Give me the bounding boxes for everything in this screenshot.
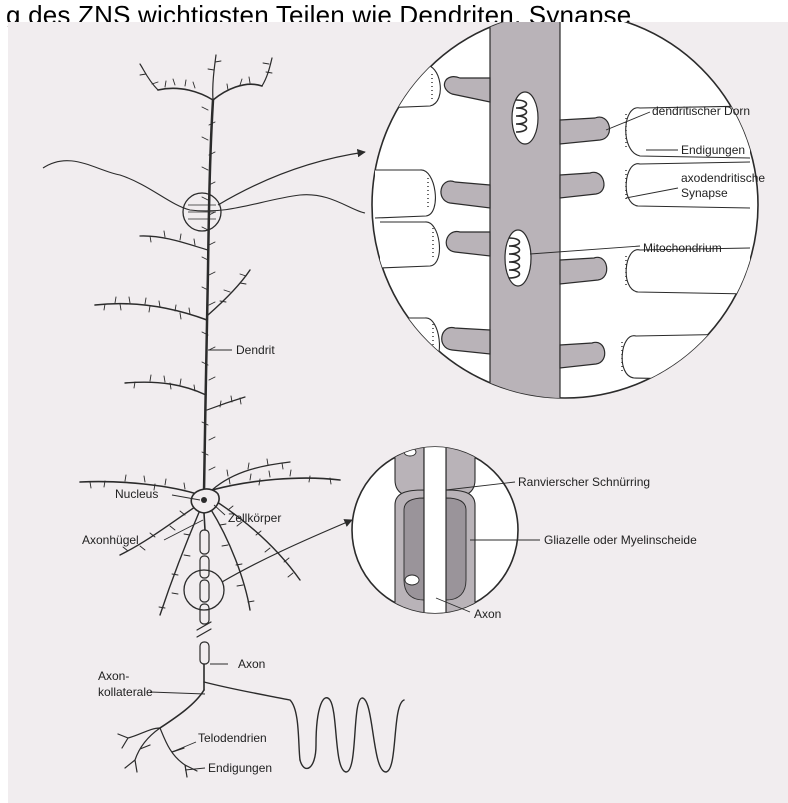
spine-right-1	[560, 117, 609, 144]
basal-dendrite-right-1	[212, 478, 340, 490]
neuron-diagram: dendritischer Dorn Endigungen axodendrit…	[8, 22, 788, 803]
terminal-right-2	[626, 162, 750, 208]
axon-zoom	[352, 440, 540, 620]
dendrite-left-1	[95, 304, 207, 320]
label-axodendritic-1: axodendritische	[681, 171, 765, 185]
terminal-left-1	[380, 66, 440, 108]
synapse-source-hatch	[188, 205, 216, 219]
apical-tuft-left	[140, 64, 158, 90]
label-dendrit: Dendrit	[236, 343, 275, 357]
label-mitochondrium: Mitochondrium	[643, 241, 722, 255]
dendrite-right-2	[207, 397, 245, 410]
label-kollaterale-2: kollaterale	[98, 685, 153, 699]
label-glia: Gliazelle oder Myelinscheide	[544, 533, 697, 547]
apical-dendrite	[204, 100, 213, 492]
axon-initial	[204, 513, 205, 530]
mitochondrion-2	[505, 230, 531, 286]
nucleus-dot	[201, 497, 207, 503]
myelin-segment-4	[200, 604, 209, 624]
axon-core	[424, 440, 446, 620]
axon-collateral	[204, 682, 300, 760]
myelin-upper	[395, 440, 424, 497]
apical-dendrite-branch-right	[213, 84, 262, 100]
apical-dendrite-branch-left	[158, 88, 213, 100]
label-axon-main: Axon	[238, 657, 265, 671]
label-axodendritic-2: Synapse	[681, 186, 728, 200]
spine-right-3	[560, 257, 607, 284]
axon-main-trunk-down	[160, 690, 204, 728]
spine-right-4	[560, 342, 605, 368]
leader-telodendrien	[172, 742, 196, 752]
glial-nucleus	[405, 575, 419, 585]
myelin-segment-5	[200, 642, 209, 664]
terminal-left-4	[385, 318, 439, 366]
leader-axonhuegel	[164, 520, 203, 540]
synapse-zoom	[372, 22, 758, 420]
arrow-to-synapse-zoom	[218, 152, 365, 205]
dendrite-shaft	[490, 22, 560, 420]
axon-meander	[300, 698, 404, 772]
label-axon-zoom: Axon	[474, 607, 501, 621]
dendrite-right-1	[208, 270, 250, 315]
myelin-segment-1	[200, 530, 209, 554]
terminal-right-4	[622, 334, 745, 380]
label-zellkoerper: Zellkörper	[228, 511, 281, 525]
label-dendritic-spine: dendritischer Dorn	[652, 104, 750, 118]
label-ranvier: Ranvierscher Schnürring	[518, 475, 650, 489]
terminal-left-2	[375, 170, 435, 218]
label-axonhuegel: Axonhügel	[82, 533, 139, 547]
label-telodendrien: Telodendrien	[198, 731, 267, 745]
myelin-segment-3	[200, 580, 209, 602]
label-kollaterale-1: Axon-	[98, 669, 129, 683]
arrow-to-axon-zoom	[222, 520, 352, 582]
mitochondrion-1	[512, 92, 538, 144]
label-endings-top: Endigungen	[681, 143, 745, 157]
figure-panel: dendritischer Dorn Endigungen axodendrit…	[8, 22, 788, 803]
leader-kollaterale	[150, 692, 205, 694]
myelin-segment-2	[200, 556, 209, 578]
basal-dendrite-left-2	[120, 505, 198, 555]
basal-dendrite-left-3	[160, 510, 200, 615]
label-nucleus: Nucleus	[115, 487, 158, 501]
spine-right-2	[560, 172, 604, 198]
label-endings-bottom: Endigungen	[208, 761, 272, 775]
terminal-left-3	[380, 222, 439, 268]
dendrite-left-2	[125, 382, 206, 395]
